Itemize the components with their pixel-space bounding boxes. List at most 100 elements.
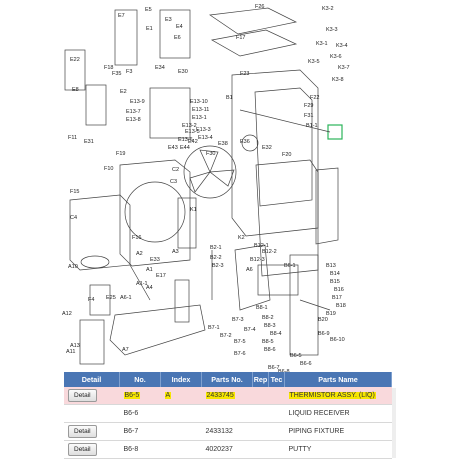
diagram-callout-e34[interactable]: E34: [155, 65, 165, 71]
diagram-callout-e38[interactable]: E38: [218, 141, 228, 147]
diagram-callout-b7-2[interactable]: B7-2: [220, 333, 232, 339]
detail-button[interactable]: Detail: [68, 389, 97, 402]
diagram-callout-f20[interactable]: F20: [282, 152, 292, 158]
diagram-callout-b17[interactable]: B17: [332, 295, 342, 301]
diagram-callout-e44[interactable]: E44: [180, 145, 190, 151]
diagram-callout-f22[interactable]: F22: [310, 95, 320, 101]
diagram-callout-f23[interactable]: F23: [240, 71, 250, 77]
diagram-callout-e13-6[interactable]: E13-6: [178, 137, 193, 143]
diagram-callout-e13-4[interactable]: E13-4: [198, 135, 213, 141]
diagram-callout-b2-2[interactable]: B2-2: [210, 255, 222, 261]
diagram-callout-e13-9[interactable]: E13-9: [130, 99, 145, 105]
diagram-callout-e3[interactable]: E3: [165, 17, 172, 23]
diagram-callout-k3-5[interactable]: K3-5: [308, 59, 320, 65]
diagram-callout-b7-5[interactable]: B7-5: [234, 339, 246, 345]
diagram-callout-e42[interactable]: E42: [188, 139, 198, 145]
diagram-callout-c4[interactable]: C4: [70, 215, 78, 221]
diagram-callout-k2[interactable]: K2: [238, 235, 245, 241]
diagram-callout-e36[interactable]: E36: [240, 139, 250, 145]
diagram-callout-b19[interactable]: B19: [326, 311, 336, 317]
diagram-callout-a11[interactable]: A11: [66, 349, 76, 355]
diagram-callout-a1-1[interactable]: A1-1: [136, 281, 148, 287]
diagram-callout-b7-1[interactable]: B7-1: [208, 325, 220, 331]
diagram-callout-k3-1[interactable]: K3-1: [316, 41, 328, 47]
diagram-callout-a13[interactable]: A13: [70, 343, 80, 349]
diagram-callout-f17[interactable]: F17: [236, 35, 246, 41]
diagram-callout-f11[interactable]: F11: [68, 135, 78, 141]
diagram-callout-e6[interactable]: E6: [174, 35, 181, 41]
diagram-callout-b6-10[interactable]: B6-10: [330, 337, 345, 343]
diagram-callout-f30[interactable]: F30: [206, 151, 216, 157]
diagram-callout-b2-3[interactable]: B2-3: [212, 263, 224, 269]
diagram-callout-e43[interactable]: E43: [168, 145, 178, 151]
diagram-callout-b8-1[interactable]: B8-1: [256, 305, 268, 311]
diagram-callout-b14[interactable]: B14: [330, 271, 340, 277]
diagram-callout-b8-3[interactable]: B8-3: [264, 323, 276, 329]
diagram-callout-b7-4[interactable]: B7-4: [244, 327, 256, 333]
diagram-callout-e8[interactable]: E8: [72, 87, 79, 93]
diagram-callout-b7-3[interactable]: B7-3: [232, 317, 244, 323]
diagram-callout-k3-3[interactable]: K3-3: [326, 27, 338, 33]
diagram-callout-a7[interactable]: A7: [122, 347, 129, 353]
diagram-callout-e5[interactable]: E5: [145, 7, 152, 13]
diagram-callout-k3-2[interactable]: K3-2: [322, 6, 334, 12]
diagram-callout-b8-5[interactable]: B8-5: [262, 339, 274, 345]
diagram-callout-a1[interactable]: A1: [146, 267, 153, 273]
diagram-callout-e13-1[interactable]: E13-1: [192, 115, 207, 121]
diagram-callout-k3-4[interactable]: K3-4: [336, 43, 348, 49]
diagram-callout-f35[interactable]: F35: [112, 71, 122, 77]
diagram-callout-e4[interactable]: E4: [176, 24, 183, 30]
diagram-callout-b8-2[interactable]: B8-2: [262, 315, 274, 321]
diagram-callout-b1-1[interactable]: B1-1: [306, 123, 318, 129]
diagram-callout-e33[interactable]: E33: [150, 257, 160, 263]
diagram-callout-k1[interactable]: K1: [190, 207, 197, 213]
diagram-callout-e13-10[interactable]: E13-10: [190, 99, 208, 105]
diagram-callout-b2-1[interactable]: B2-1: [210, 245, 222, 251]
diagram-callout-e13-7[interactable]: E13-7: [126, 109, 141, 115]
diagram-callout-a3[interactable]: A3: [172, 249, 179, 255]
diagram-callout-a4[interactable]: A4: [146, 285, 153, 291]
diagram-callout-e25[interactable]: E25: [106, 295, 116, 301]
diagram-callout-b8-4[interactable]: B8-4: [270, 331, 282, 337]
diagram-callout-b6-5[interactable]: B6-5: [290, 353, 302, 359]
diagram-callout-e31[interactable]: E31: [84, 139, 94, 145]
diagram-callout-f18[interactable]: F18: [104, 65, 114, 71]
diagram-callout-f3[interactable]: F3: [126, 69, 133, 75]
diagram-callout-f15[interactable]: F15: [70, 189, 80, 195]
diagram-callout-b13[interactable]: B13: [326, 263, 336, 269]
diagram-callout-a6[interactable]: A6: [246, 267, 253, 273]
diagram-callout-b12-2[interactable]: B12-2: [262, 249, 277, 255]
diagram-callout-b12-1[interactable]: B12-1: [254, 243, 269, 249]
diagram-callout-f31[interactable]: F31: [304, 113, 314, 119]
diagram-callout-c3[interactable]: C3: [170, 179, 178, 185]
diagram-callout-b6-7[interactable]: B6-7: [268, 365, 280, 371]
diagram-callout-e13-11[interactable]: E13-11: [192, 107, 210, 113]
diagram-callout-e30[interactable]: E30: [178, 69, 188, 75]
detail-button[interactable]: Detail: [68, 425, 97, 438]
diagram-callout-e22[interactable]: E22: [70, 57, 80, 63]
diagram-callout-b6-9[interactable]: B6-9: [318, 331, 330, 337]
diagram-callout-a10[interactable]: A10: [68, 264, 78, 270]
diagram-callout-e13-5[interactable]: E13-5: [185, 129, 200, 135]
diagram-callout-a6-1[interactable]: A6-1: [120, 295, 132, 301]
scrollbar[interactable]: [392, 388, 396, 458]
diagram-callout-b15[interactable]: B15: [330, 279, 340, 285]
diagram-callout-b12-3[interactable]: B12-3: [250, 257, 265, 263]
diagram-callout-e2[interactable]: E2: [120, 89, 127, 95]
diagram-callout-e17[interactable]: E17: [156, 273, 166, 279]
diagram-callout-a12[interactable]: A12: [62, 311, 72, 317]
diagram-callout-k3-8[interactable]: K3-8: [332, 77, 344, 83]
diagram-callout-e13-3[interactable]: E13-3: [196, 127, 211, 133]
diagram-callout-b18[interactable]: B18: [336, 303, 346, 309]
diagram-callout-b1[interactable]: B1: [226, 95, 233, 101]
diagram-callout-k3-6[interactable]: K3-6: [330, 54, 342, 60]
diagram-callout-e13-8[interactable]: E13-8: [126, 117, 141, 123]
diagram-callout-f16[interactable]: F16: [132, 235, 142, 241]
diagram-callout-f19[interactable]: F19: [116, 151, 126, 157]
diagram-callout-b16[interactable]: B16: [334, 287, 344, 293]
detail-button[interactable]: Detail: [68, 443, 97, 456]
